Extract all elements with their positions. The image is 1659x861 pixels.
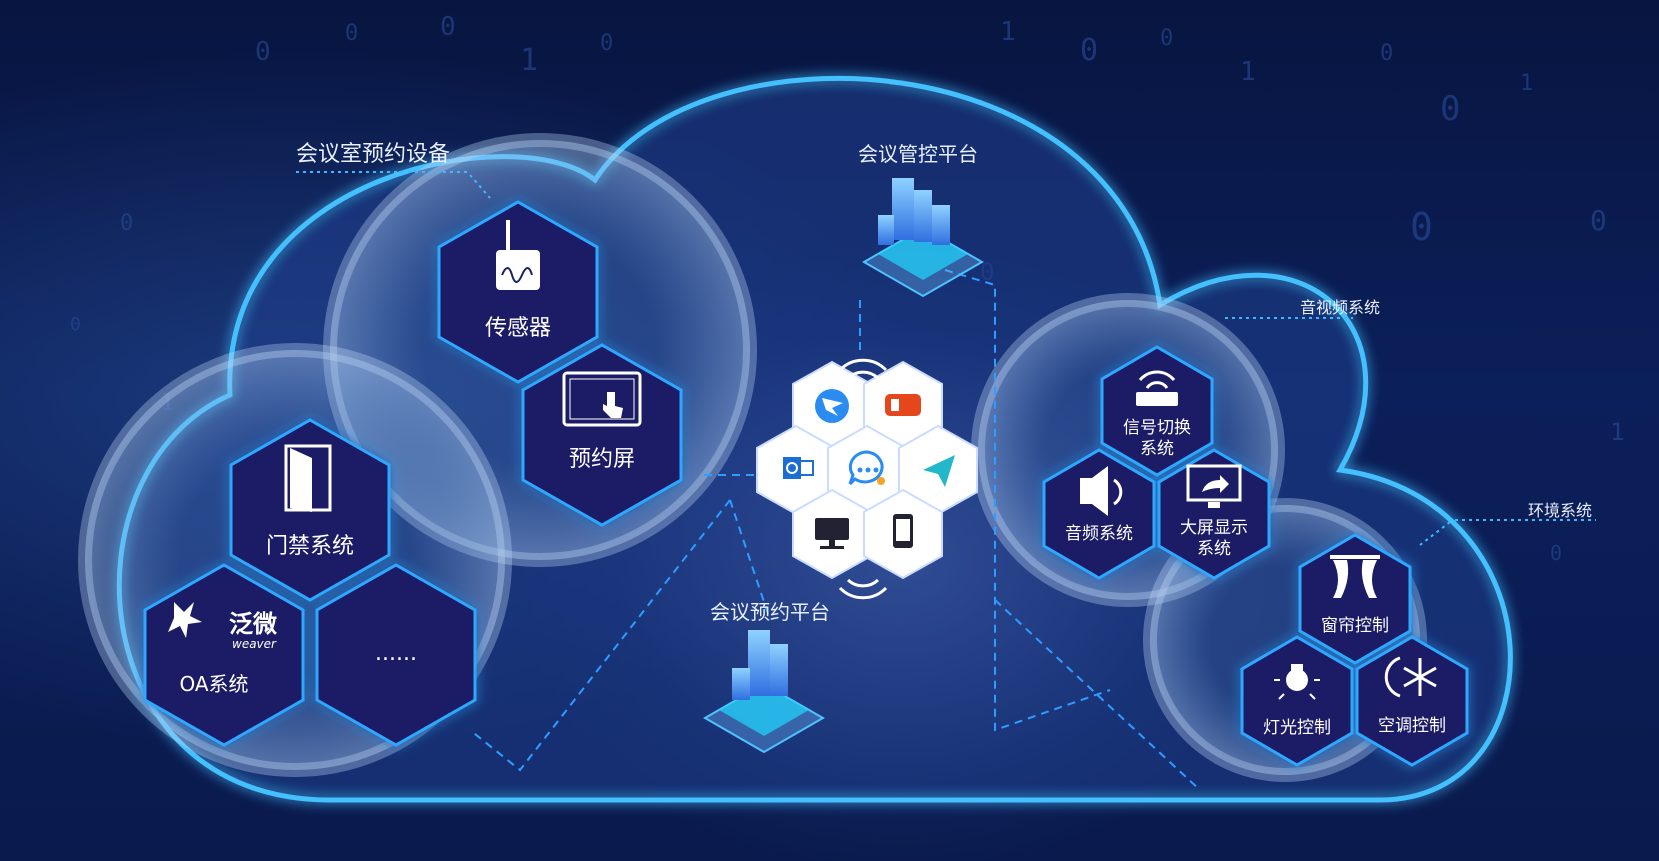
send-icon <box>923 455 955 487</box>
hex-sensor <box>437 200 599 384</box>
hex-label-oa: OA系统 <box>179 672 249 696</box>
svg-text:0: 0 <box>345 21 358 46</box>
svg-text:1: 1 <box>520 43 538 78</box>
big-screen-line2: 系统 <box>1197 539 1231 559</box>
curtain-icon <box>1330 555 1380 598</box>
wifi-icon <box>838 358 888 600</box>
signal-switch-line1: 信号切换 <box>1123 418 1191 438</box>
desktop-icon <box>815 518 849 549</box>
hex-label-sensor: 传感器 <box>484 316 552 341</box>
phone-icon <box>893 514 913 548</box>
dingtalk-icon <box>815 389 849 423</box>
weaver-logo-text: 泛微 <box>229 610 277 638</box>
label-leaders <box>296 171 1596 546</box>
hex-oa <box>143 563 305 747</box>
server-stack-icon <box>702 630 826 754</box>
hex-label-curtain: 窗帘控制 <box>1321 616 1389 636</box>
hex-label-audio: 音频系统 <box>1065 524 1133 544</box>
screen-share-icon <box>1186 464 1242 508</box>
router-icon <box>1136 370 1178 406</box>
weaver-logo <box>168 602 202 638</box>
svg-text:0: 0 <box>120 211 133 236</box>
hex-label-light: 灯光控制 <box>1263 718 1331 738</box>
svg-text:0: 0 <box>1380 41 1393 66</box>
server-stack-icon <box>861 178 985 298</box>
group-title-booking-platform: 会议预约平台 <box>710 600 830 624</box>
weaver-logo-sub: weaver <box>232 637 277 651</box>
svg-text:0: 0 <box>1590 204 1607 237</box>
svg-text:0: 0 <box>70 314 81 335</box>
svg-text:0: 0 <box>1550 541 1562 565</box>
hex-light <box>1240 635 1354 767</box>
svg-text:0: 0 <box>1410 205 1433 249</box>
svg-text:0: 0 <box>1160 26 1173 51</box>
hex-label-big-screen: 大屏显示 系统 <box>1180 518 1248 560</box>
tablet-touch-icon <box>562 371 642 427</box>
speaker-icon <box>1080 466 1123 516</box>
svg-text:1: 1 <box>1240 57 1256 87</box>
hex-ac <box>1355 635 1469 767</box>
door-icon <box>284 444 332 512</box>
outlook-icon <box>783 457 814 479</box>
group-title-env-system: 环境系统 <box>1528 501 1593 520</box>
sensor-icon <box>496 220 540 290</box>
hex-label-ac: 空调控制 <box>1378 716 1446 736</box>
svg-text:0: 0 <box>1440 89 1460 129</box>
group-title-booking-devices: 会议室预约设备 <box>296 142 451 167</box>
hex-more <box>315 563 477 747</box>
svg-text:0: 0 <box>255 37 271 67</box>
office365-icon <box>885 394 921 416</box>
svg-text:1: 1 <box>1610 418 1624 446</box>
group-title-av-system: 音视频系统 <box>1300 298 1381 317</box>
more-placeholder: ...... <box>375 641 417 666</box>
right-hexes <box>1042 345 1469 767</box>
hex-label-signal-switch: 信号切换 系统 <box>1123 418 1191 460</box>
chat-icon <box>848 450 885 486</box>
svg-text:0: 0 <box>1080 33 1098 68</box>
group-title-control-platform: 会议管控平台 <box>858 142 978 166</box>
hex-signal-switch <box>1100 345 1214 477</box>
binary-background: 00 01 01 00 10 01 00 00 10 10 <box>70 12 1624 565</box>
svg-text:0: 0 <box>600 31 613 56</box>
signal-switch-line2: 系统 <box>1140 439 1174 459</box>
svg-text:0: 0 <box>440 12 456 42</box>
hex-label-door: 门禁系统 <box>265 534 355 559</box>
svg-text:1: 1 <box>1000 17 1016 47</box>
bulb-icon <box>1274 664 1320 700</box>
hex-curtain <box>1298 533 1412 665</box>
hex-audio <box>1042 448 1156 580</box>
hex-label-booking-screen: 预约屏 <box>568 447 636 472</box>
svg-text:1: 1 <box>1520 71 1533 96</box>
big-screen-line1: 大屏显示 <box>1180 518 1248 538</box>
ac-snow-icon <box>1384 656 1437 698</box>
